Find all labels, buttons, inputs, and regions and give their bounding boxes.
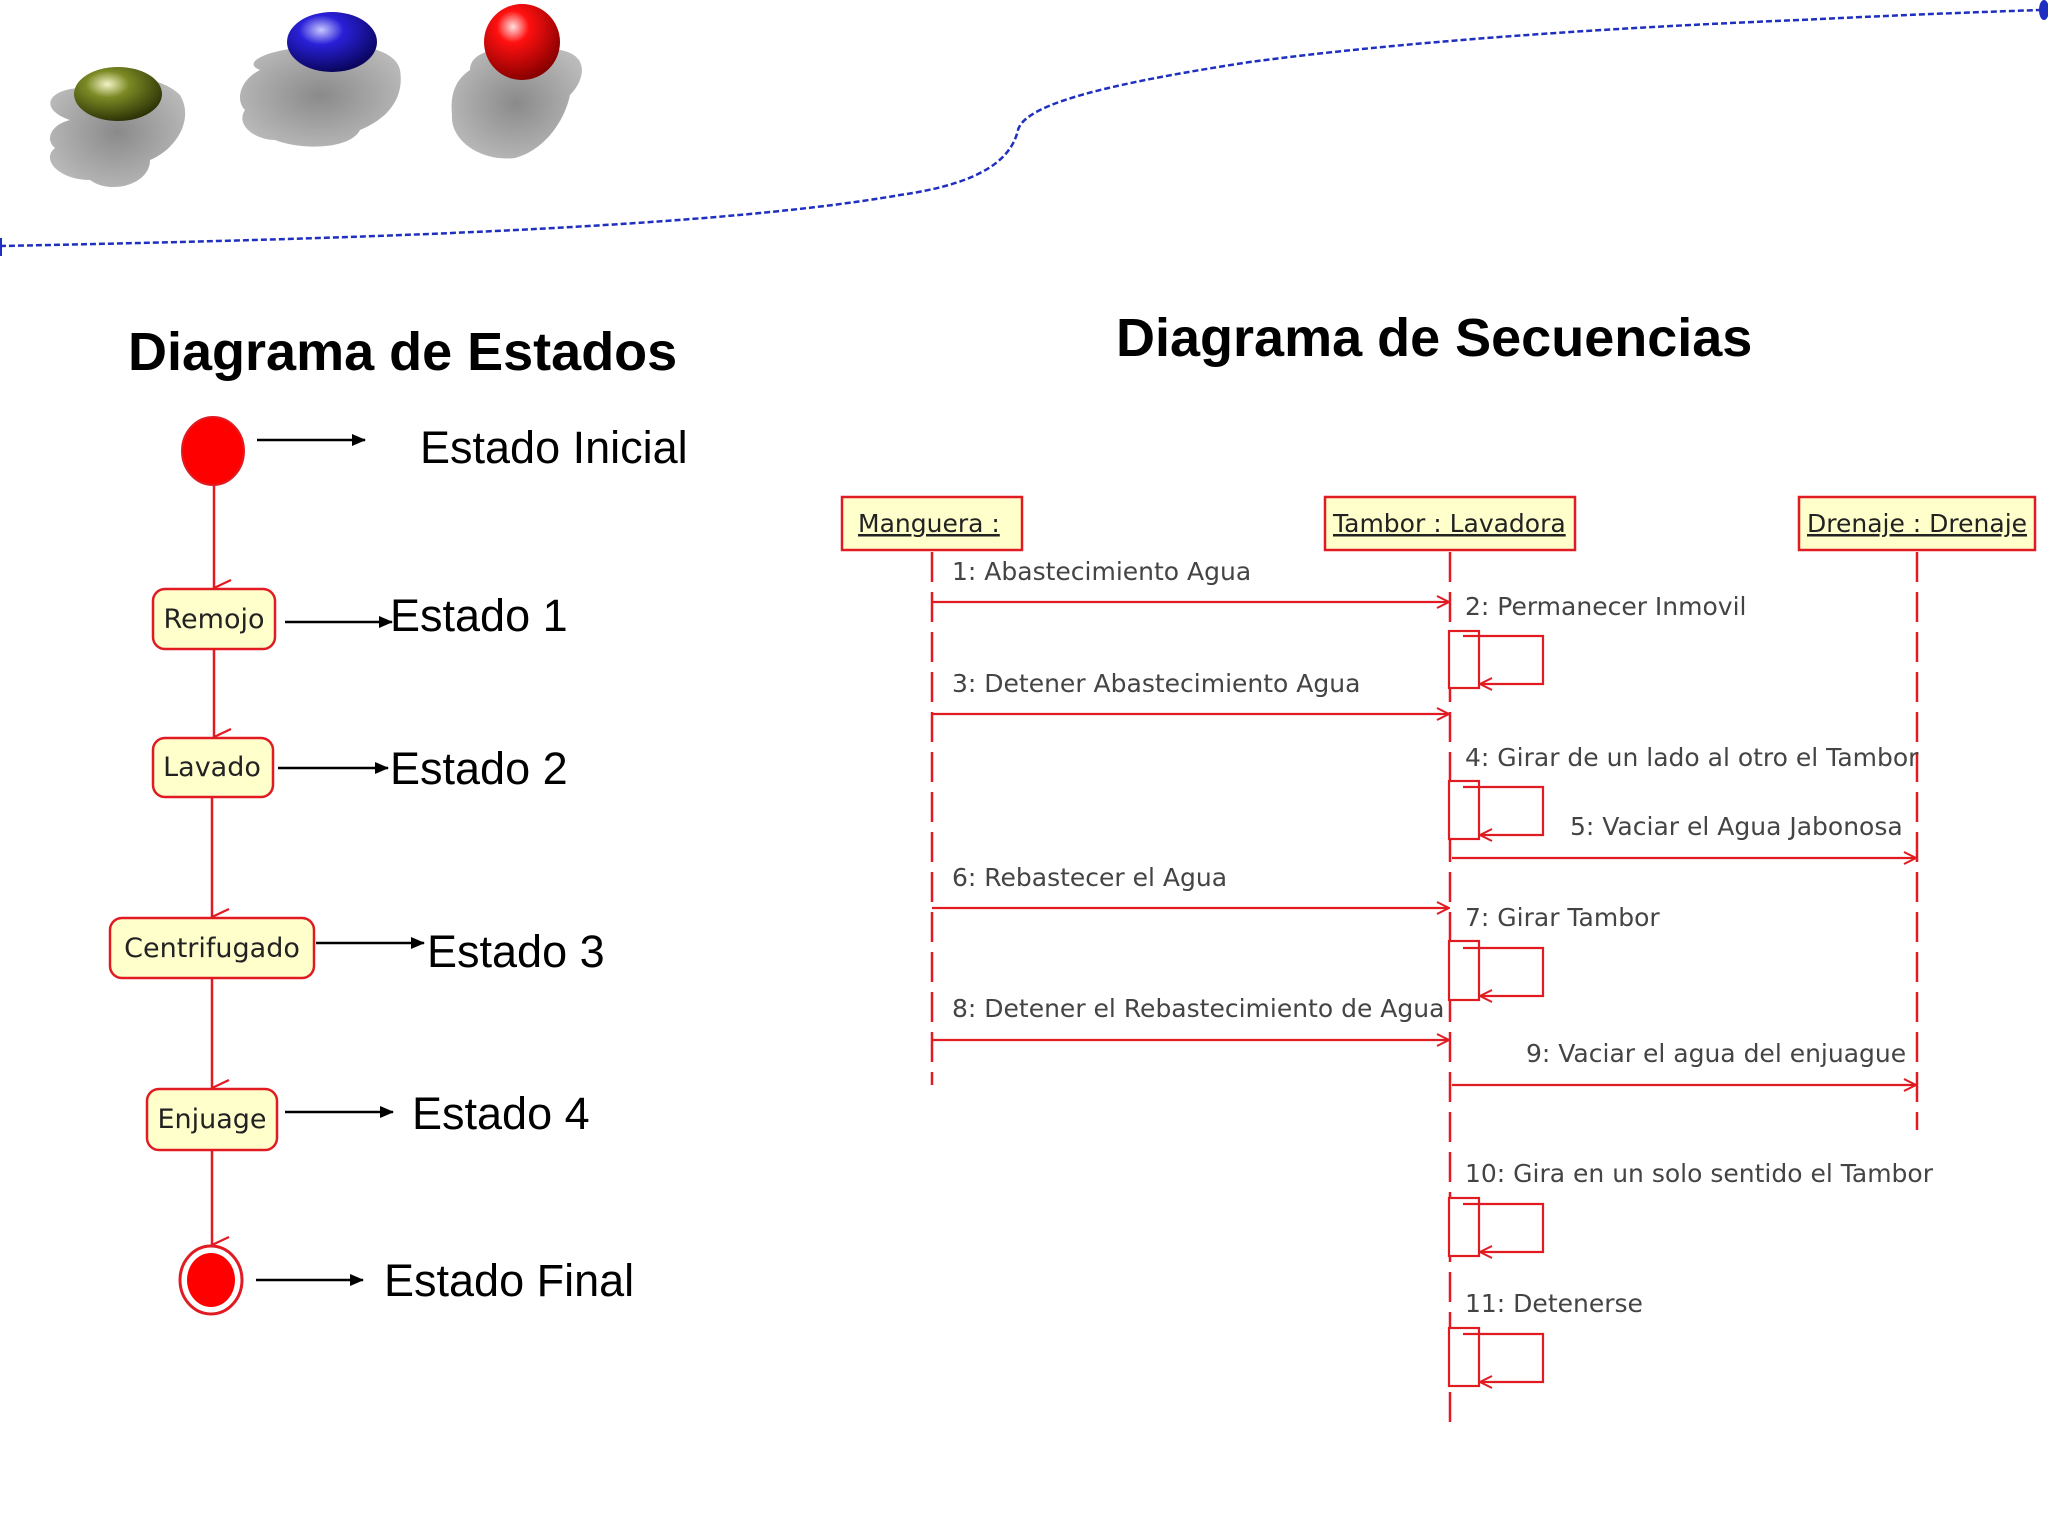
activation-10 (1447, 1196, 1545, 1256)
message-4-label: 4: Girar de un lado al otro el Tambor (1465, 743, 1919, 772)
activation-2 (1447, 629, 1545, 688)
actor-tambor (1323, 495, 1577, 552)
legend-initial: Estado Inicial (420, 422, 688, 473)
sequence-diagram: Diagrama de Secuencias Manguera : Tambor… (840, 308, 2037, 1425)
message-5-label: 5: Vaciar el Agua Jabonosa (1570, 812, 1903, 841)
state-remojo-label: Remojo (164, 604, 265, 635)
state-remojo (151, 587, 277, 651)
message-10-label: 10: Gira en un solo sentido el Tambor (1465, 1159, 1934, 1188)
actor-drenaje (1797, 495, 2037, 552)
state-lavado (151, 736, 275, 799)
message-8-label: 8: Detener el Rebastecimiento de Agua (952, 994, 1444, 1023)
initial-state-node (181, 416, 245, 486)
green-ball-icon (49, 67, 186, 188)
final-state-node (178, 1244, 244, 1316)
state-lavado-label: Lavado (163, 752, 261, 783)
blue-dot-icon (2039, 0, 2048, 20)
activation-11 (1447, 1326, 1545, 1386)
message-6-label: 6: Rebastecer el Agua (952, 863, 1227, 892)
state-centrifugado-label: Centrifugado (124, 933, 300, 964)
decorative-header-curve (0, 0, 2048, 256)
legend-final: Estado Final (384, 1255, 634, 1306)
message-11-label: 11: Detenerse (1465, 1289, 1643, 1318)
red-ball-icon (451, 4, 582, 159)
actor-tambor-label: Tambor : Lavadora (1332, 509, 1566, 538)
actor-drenaje-label: Drenaje : Drenaje (1807, 509, 2027, 538)
legend-estado-4: Estado 4 (412, 1088, 590, 1139)
message-1-label: 1: Abastecimiento Agua (952, 557, 1251, 586)
legend-estado-1: Estado 1 (390, 590, 568, 641)
state-diagram-title: Diagrama de Estados (128, 322, 677, 382)
message-7-label: 7: Girar Tambor (1465, 903, 1660, 932)
legend-estado-3: Estado 3 (427, 926, 605, 977)
message-9-label: 9: Vaciar el agua del enjuague (1526, 1039, 1906, 1068)
legend-estado-2: Estado 2 (390, 743, 568, 794)
state-centrifugado (108, 916, 316, 980)
actor-manguera (840, 495, 1024, 552)
state-enjuage (145, 1087, 279, 1152)
message-3-label: 3: Detener Abastecimiento Agua (952, 669, 1360, 698)
blue-ball-icon (240, 12, 401, 147)
sequence-diagram-title: Diagrama de Secuencias (1116, 308, 1752, 368)
activation-4 (1447, 779, 1545, 839)
state-enjuage-label: Enjuage (157, 1104, 266, 1135)
state-diagram: Diagrama de Estados Estado Inicial Remoj… (108, 322, 688, 1316)
message-2-label: 2: Permanecer Inmovil (1465, 592, 1746, 621)
decorative-balls (49, 4, 582, 188)
activation-7 (1447, 939, 1545, 1000)
actor-manguera-label: Manguera : (858, 509, 1000, 538)
